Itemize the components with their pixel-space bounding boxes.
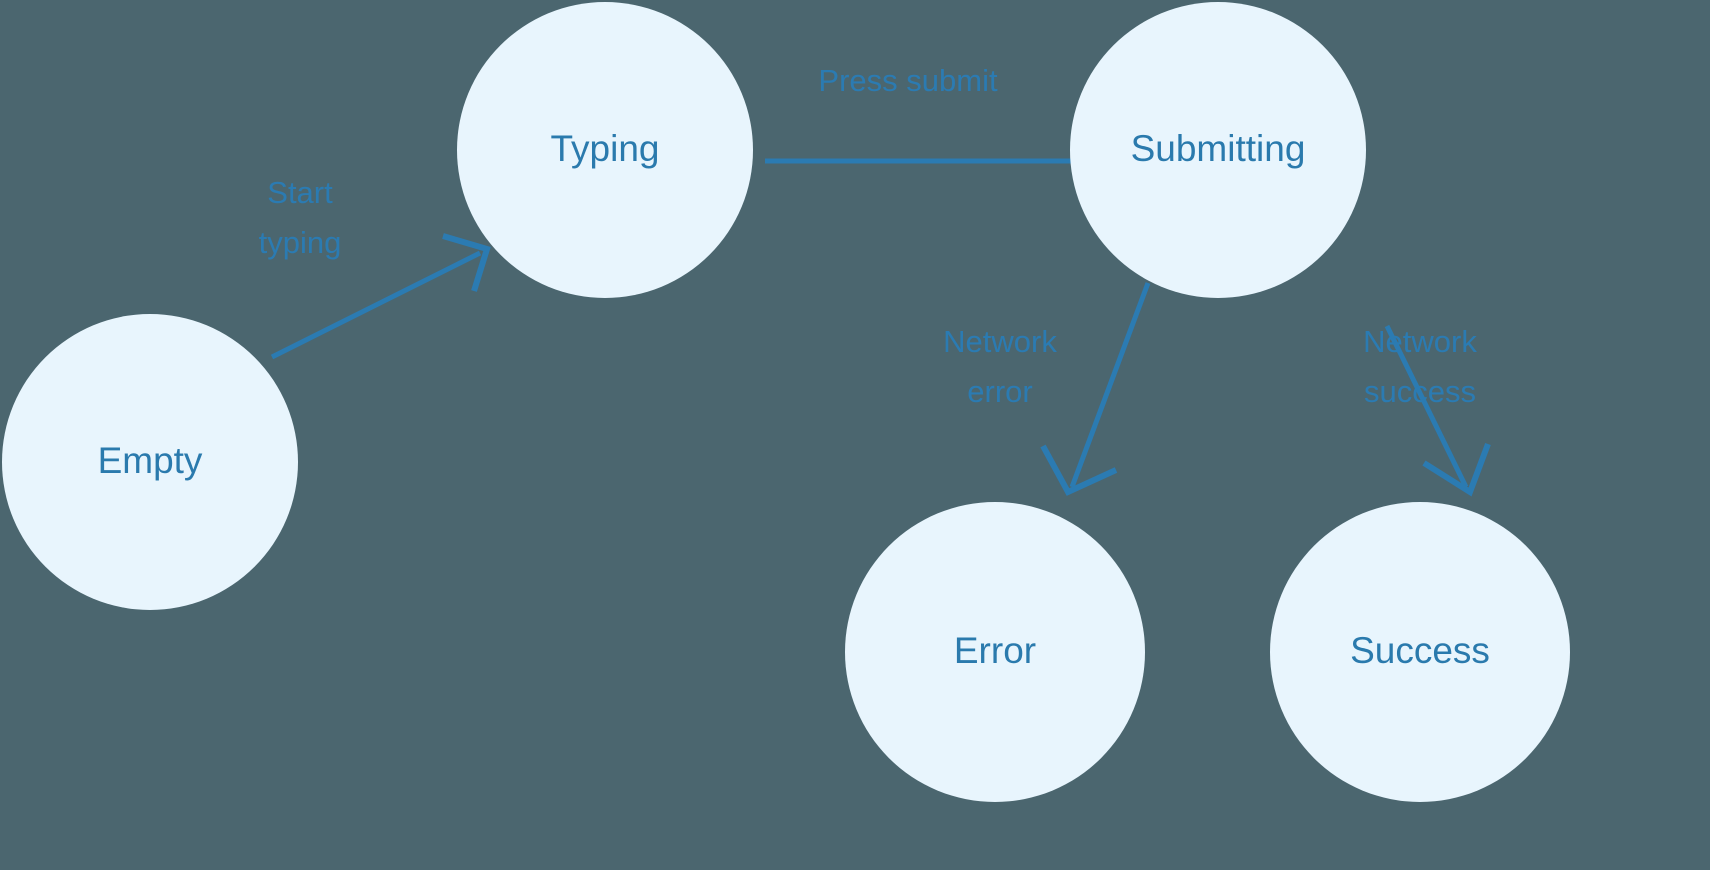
edge-submitting-to-error [1040, 282, 1151, 496]
state-circle-success[interactable] [1270, 502, 1570, 802]
edge-empty-to-typing [270, 233, 491, 360]
edge-empty-to-typing-arrowhead [442, 233, 491, 292]
edge-submitting-to-success-arrowhead [1422, 442, 1491, 497]
edge-label-line-2: success [1364, 374, 1476, 409]
edge-label-line-1: Network [1363, 324, 1477, 359]
edge-label-submitting-to-error: Network error [943, 324, 1057, 409]
edge-label-line-1: Start [267, 175, 333, 210]
edge-empty-to-typing-line [270, 250, 482, 360]
edge-label-empty-to-typing: Start typing [259, 175, 342, 260]
state-node-error[interactable]: Error [845, 502, 1145, 802]
state-label-success: Success [1350, 630, 1490, 671]
edge-submitting-to-error-line [1069, 282, 1151, 488]
state-circle-empty[interactable] [2, 314, 298, 610]
edge-label-line-1: Press submit [818, 63, 998, 98]
state-circle-submitting[interactable] [1070, 2, 1366, 298]
state-node-typing[interactable]: Typing [457, 2, 753, 298]
state-node-empty[interactable]: Empty [2, 314, 298, 610]
edge-submitting-to-success-line [1384, 324, 1469, 489]
edge-label-line-1: Network [943, 324, 1057, 359]
state-label-error: Error [954, 630, 1036, 671]
state-node-success[interactable]: Success [1270, 502, 1570, 802]
state-node-submitting[interactable]: Submitting [1070, 2, 1366, 298]
edge-submitting-to-error-arrowhead [1040, 444, 1118, 496]
edge-label-typing-to-submitting: Press submit [818, 63, 998, 98]
state-label-typing: Typing [550, 128, 659, 169]
edge-submitting-to-success [1384, 324, 1491, 497]
state-circle-typing[interactable] [457, 2, 753, 298]
edge-label-line-2: typing [259, 225, 342, 260]
state-label-submitting: Submitting [1131, 128, 1306, 169]
edge-label-submitting-to-success: Network success [1363, 324, 1477, 409]
state-label-empty: Empty [98, 440, 203, 481]
edge-label-line-2: error [967, 374, 1032, 409]
state-circle-error[interactable] [845, 502, 1145, 802]
